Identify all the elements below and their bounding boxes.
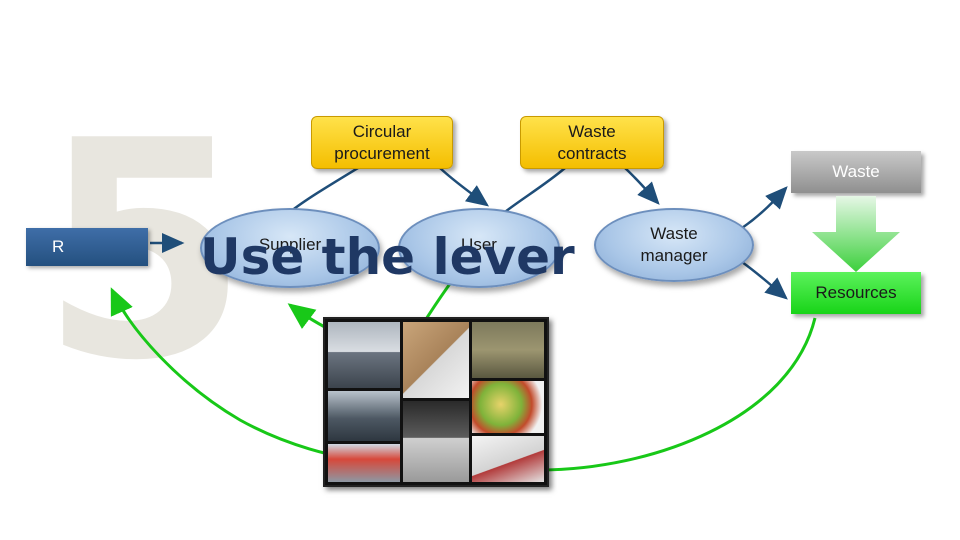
arrow-contracts-to-manager (625, 168, 658, 203)
photo-collage (323, 317, 549, 487)
photo-boxes (403, 322, 469, 398)
waste-contracts-box: Waste contracts (520, 116, 664, 169)
resources-box: Resources (791, 272, 921, 314)
slide-title: Use the lever (200, 222, 575, 292)
arrow-manager-to-resources (742, 262, 786, 298)
photo-salad (472, 381, 544, 433)
photo-cars (328, 322, 400, 388)
left-flow-box-label: R (52, 236, 64, 258)
left-flow-box: R (26, 228, 148, 266)
down-arrow-icon (810, 194, 902, 274)
photo-electronics (403, 401, 469, 482)
arrow-procurement-to-supplier (290, 168, 358, 212)
waste-box: Waste (791, 151, 921, 193)
resources-label: Resources (815, 282, 896, 304)
waste-manager-node: Waste manager (594, 208, 754, 282)
circular-procurement-label: Circular procurement (322, 121, 442, 165)
waste-contracts-label: Waste contracts (539, 121, 645, 165)
photo-building (328, 444, 400, 482)
arrow-contracts-to-user (505, 168, 565, 212)
photo-cartridge (472, 436, 544, 482)
photo-office (328, 391, 400, 441)
arrow-manager-to-waste (742, 188, 786, 228)
waste-manager-label: Waste manager (629, 223, 719, 267)
circular-procurement-box: Circular procurement (311, 116, 453, 169)
waste-label: Waste (832, 161, 880, 183)
photo-uniforms (472, 322, 544, 378)
arrow-procurement-to-user (440, 168, 487, 205)
